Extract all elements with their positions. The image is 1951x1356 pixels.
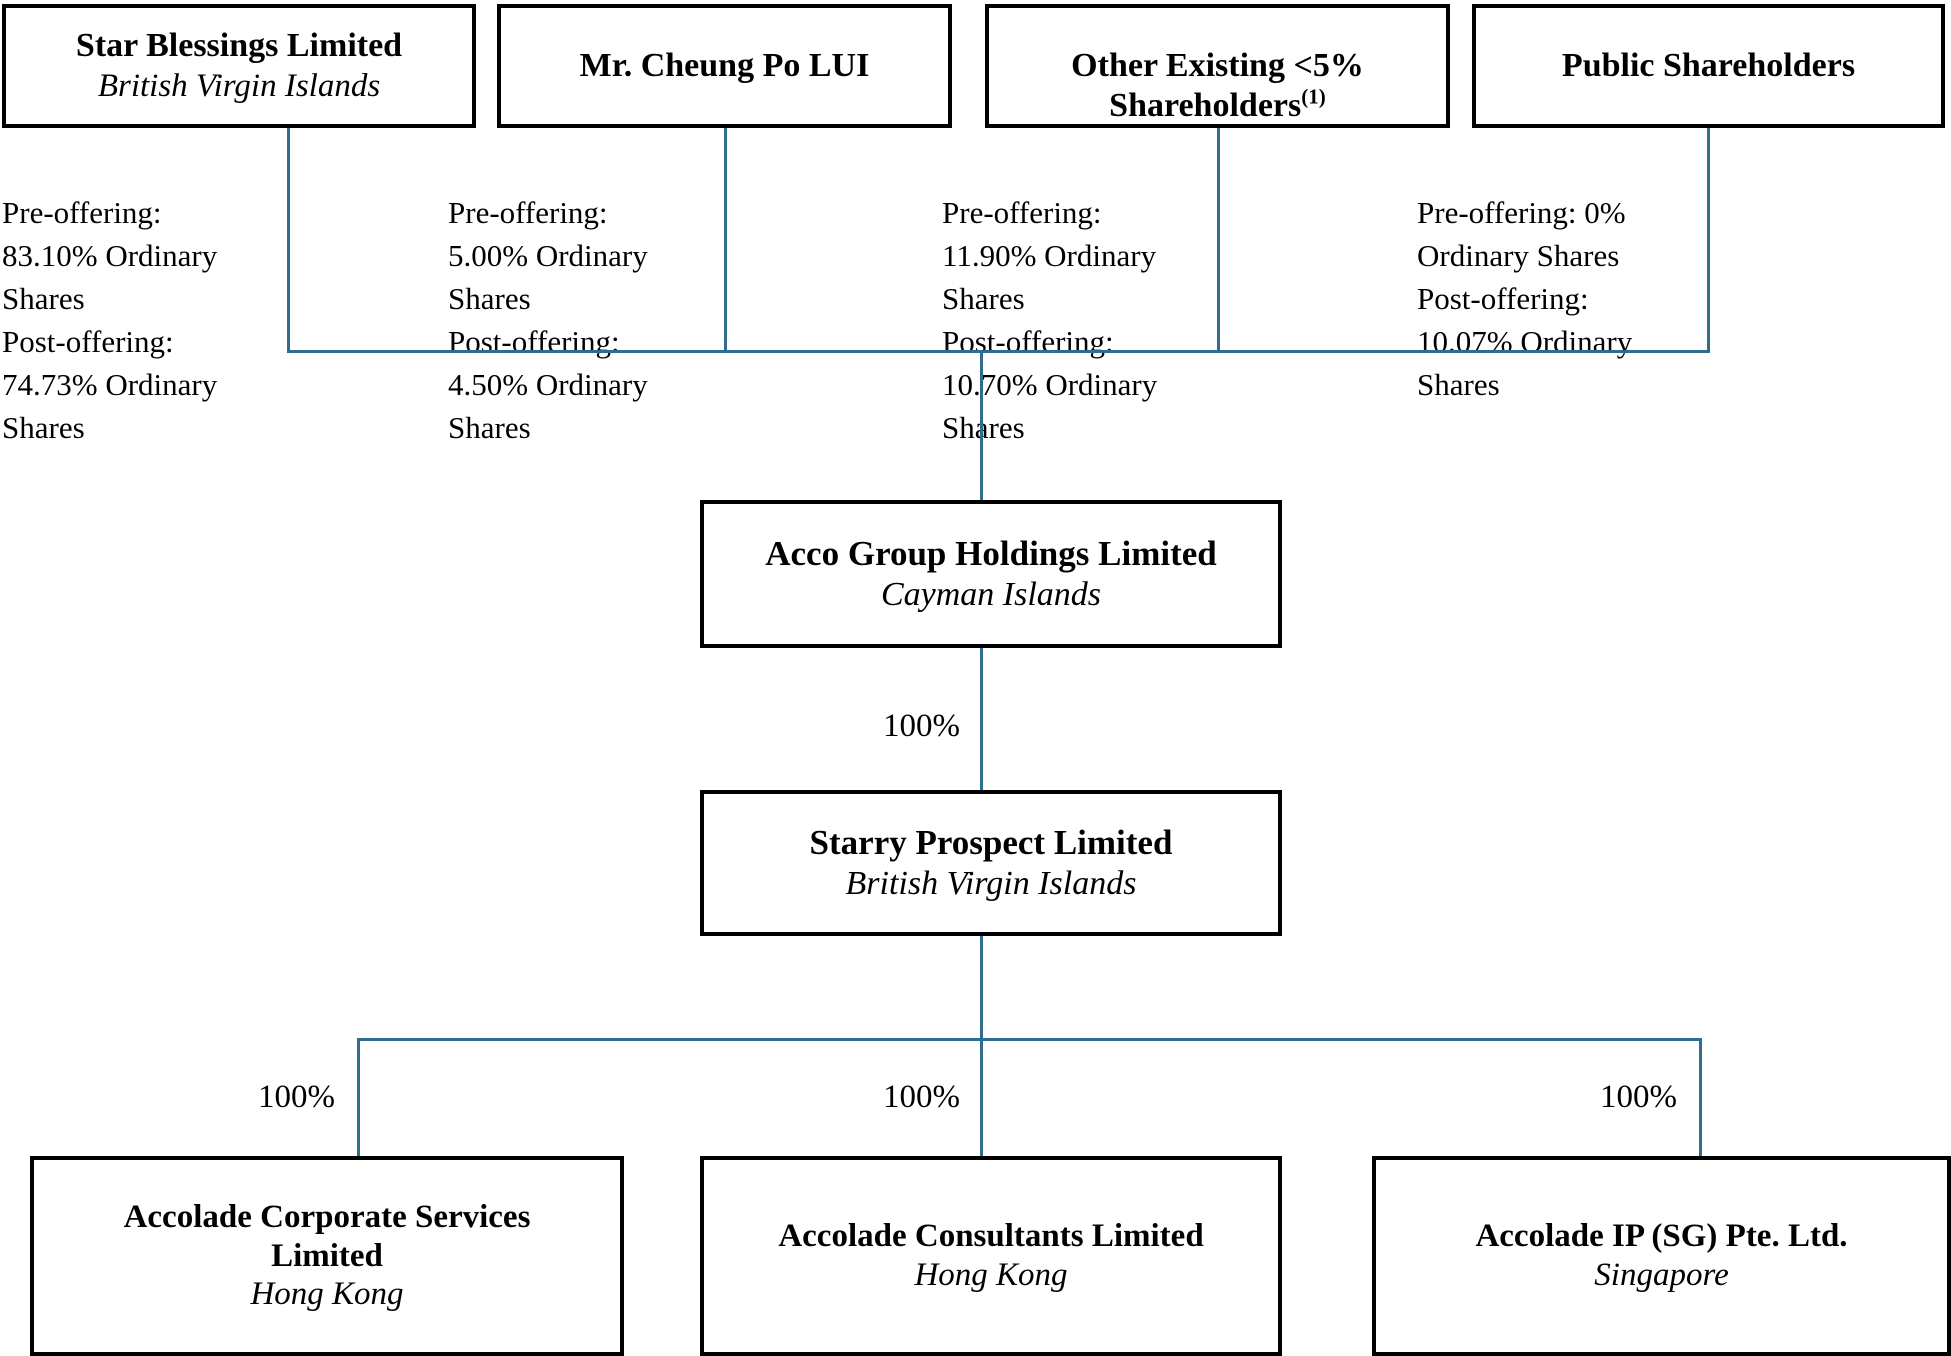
shareholder-name: Mr. Cheung Po LUI: [579, 46, 870, 84]
intermediate-company-jurisdiction: British Virgin Islands: [845, 864, 1137, 902]
shareholder-box-star-blessings[interactable]: Star Blessings Limited British Virgin Is…: [2, 4, 476, 128]
shareholder-name: Public Shareholders: [1561, 46, 1856, 84]
holding-company-box[interactable]: Acco Group Holdings Limited Cayman Islan…: [700, 500, 1282, 648]
ownership-label-intermediate: 100%: [883, 708, 960, 744]
connector-holding-to-intermediate: [980, 648, 983, 790]
holdings-note-public: Pre-offering: 0% Ordinary Shares Post-of…: [1417, 195, 1633, 402]
intermediate-company-name: Starry Prospect Limited: [809, 823, 1173, 863]
connector-drop-cheung-po-lui: [724, 128, 727, 352]
subsidiary-box-accolade-consultants[interactable]: Accolade Consultants Limited Hong Kong: [700, 1156, 1282, 1356]
shareholder-box-cheung-po-lui[interactable]: Mr. Cheung Po LUI: [497, 4, 952, 128]
connector-drop-accolade-ip-sg: [1699, 1038, 1702, 1156]
connector-drop-accolade-corporate-services: [357, 1038, 360, 1156]
connector-drop-star-blessings: [287, 128, 290, 352]
ownership-label-accolade-consultants: 100%: [883, 1079, 960, 1115]
footnote-marker: (1): [1301, 84, 1326, 109]
subsidiary-box-accolade-corporate-services[interactable]: Accolade Corporate Services Limited Hong…: [30, 1156, 624, 1356]
connector-bus-shareholders: [287, 350, 1710, 353]
subsidiary-jurisdiction: Singapore: [1594, 1257, 1729, 1293]
subsidiary-name: Accolade Consultants Limited: [778, 1218, 1204, 1255]
connector-intermediate-to-bus: [980, 936, 983, 1038]
connector-bus-to-holding-company: [980, 350, 983, 500]
holdings-note-other-existing: Pre-offering: 11.90% Ordinary Shares Pos…: [942, 195, 1158, 445]
holding-company-name: Acco Group Holdings Limited: [765, 534, 1217, 574]
shareholder-name: Other Existing <5% Shareholders(1): [1071, 6, 1364, 126]
connector-drop-other-existing: [1217, 128, 1220, 352]
shareholder-box-public[interactable]: Public Shareholders: [1472, 4, 1945, 128]
connector-drop-public: [1707, 128, 1710, 352]
intermediate-company-box[interactable]: Starry Prospect Limited British Virgin I…: [700, 790, 1282, 936]
holding-company-jurisdiction: Cayman Islands: [880, 575, 1102, 613]
subsidiary-box-accolade-ip-sg[interactable]: Accolade IP (SG) Pte. Ltd. Singapore: [1372, 1156, 1951, 1356]
subsidiary-name: Accolade Corporate Services Limited: [123, 1198, 531, 1274]
ownership-label-accolade-ip-sg: 100%: [1600, 1079, 1677, 1115]
subsidiary-jurisdiction: Hong Kong: [250, 1276, 404, 1313]
shareholder-box-other-existing[interactable]: Other Existing <5% Shareholders(1): [985, 4, 1450, 128]
holdings-note-cheung-po-lui: Pre-offering: 5.00% Ordinary Shares Post…: [448, 195, 648, 445]
shareholder-jurisdiction: British Virgin Islands: [97, 67, 381, 104]
holdings-note-star-blessings: Pre-offering: 83.10% Ordinary Shares Pos…: [2, 195, 218, 445]
ownership-label-accolade-corporate-services: 100%: [258, 1079, 335, 1115]
connector-bus-subsidiaries: [357, 1038, 1702, 1041]
connector-drop-accolade-consultants: [980, 1038, 983, 1156]
subsidiary-name: Accolade IP (SG) Pte. Ltd.: [1475, 1218, 1848, 1255]
shareholder-name: Star Blessings Limited: [75, 27, 403, 65]
subsidiary-jurisdiction: Hong Kong: [914, 1257, 1068, 1293]
shareholder-name-text: Other Existing <5% Shareholders: [1071, 46, 1364, 125]
